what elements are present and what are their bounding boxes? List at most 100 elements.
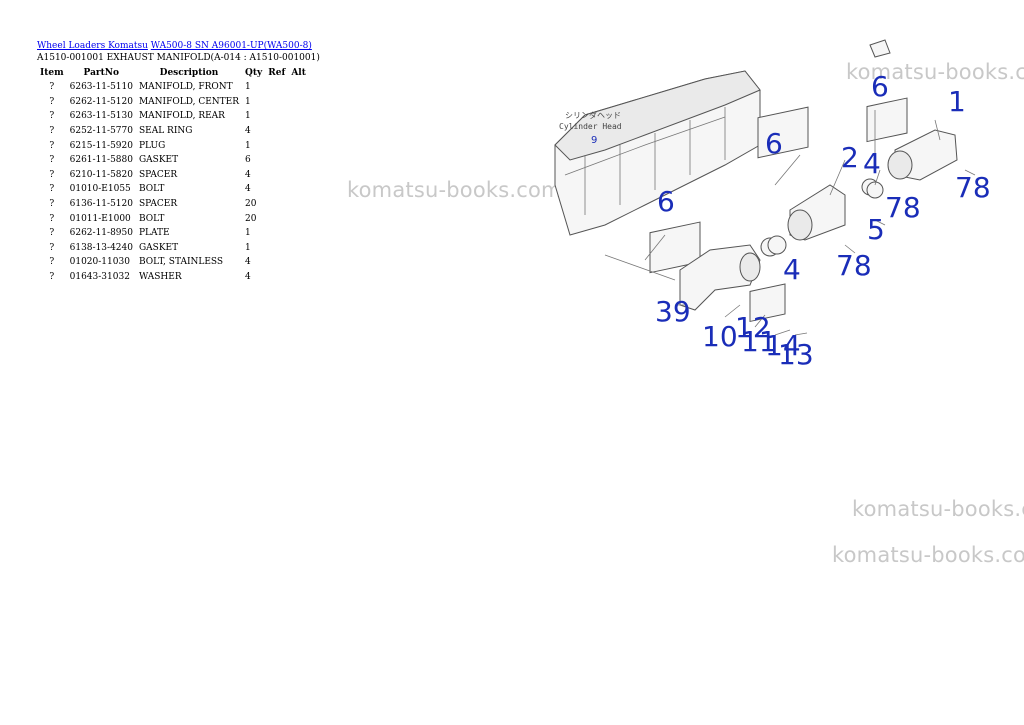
cell-ref (265, 226, 288, 241)
cell-description: WASHER (138, 272, 182, 283)
cell-item: ? (49, 213, 55, 224)
cell-item: ? (49, 155, 55, 166)
cell-alt (288, 255, 309, 270)
cell-partno: 6252-11-5770 (69, 126, 133, 137)
cell-ref (265, 270, 288, 285)
cell-item: ? (49, 242, 55, 253)
cell-qty: 1 (245, 82, 251, 93)
cell-item: ? (49, 126, 55, 137)
cell-ref (265, 138, 288, 153)
table-row: ? 01643-31032 WASHER 4 (37, 270, 309, 285)
callout-39[interactable]: 39 (655, 295, 691, 328)
leader-lines (604, 110, 976, 336)
watermark: komatsu-books.com (846, 60, 1024, 84)
cell-partno: 6261-11-5880 (69, 155, 133, 166)
callout-78[interactable]: 78 (955, 171, 991, 204)
cell-partno: 6215-11-5920 (69, 140, 133, 151)
table-row: ? 6215-11-5920 PLUG 1 (37, 138, 309, 153)
cell-description: PLUG (138, 140, 166, 151)
cell-alt (288, 270, 309, 285)
cell-ref (265, 95, 288, 110)
watermark: komatsu-books.com (832, 543, 1024, 567)
manifold-drawing (679, 39, 958, 311)
header-item: Item (40, 68, 64, 78)
cell-partno: 6138-13-4240 (69, 242, 133, 253)
callout-2[interactable]: 2 (841, 141, 859, 174)
cell-alt (288, 80, 309, 95)
table-row: ? 6138-13-4240 GASKET 1 (37, 241, 309, 256)
cell-ref (265, 241, 288, 256)
callout-11[interactable]: 11 (741, 325, 777, 358)
cell-description: GASKET (138, 242, 179, 253)
cell-alt (288, 182, 309, 197)
callout-6[interactable]: 6 (871, 70, 889, 103)
breadcrumb-link-model[interactable]: WA500-8 SN A96001-UP(WA500-8) (150, 41, 312, 51)
callout-6[interactable]: 6 (657, 185, 675, 218)
cell-qty: 1 (245, 228, 251, 239)
cell-description: SPACER (138, 169, 178, 180)
callout-78[interactable]: 78 (885, 191, 921, 224)
cell-item: ? (49, 228, 55, 239)
cell-alt (288, 197, 309, 212)
cell-qty: 1 (245, 242, 251, 253)
cell-ref (265, 255, 288, 270)
callout-1[interactable]: 1 (948, 85, 966, 118)
cell-qty: 4 (245, 126, 251, 137)
cell-alt (288, 95, 309, 110)
cell-partno: 6136-11-5120 (69, 199, 133, 210)
cell-item: ? (49, 96, 55, 107)
cell-ref (265, 153, 288, 168)
cell-alt (288, 109, 309, 124)
cell-ref (265, 168, 288, 183)
page-title: A1510-001001 EXHAUST MANIFOLD(A-014 : A1… (37, 53, 320, 63)
cell-qty: 4 (245, 272, 251, 283)
breadcrumb-link-wheel-loaders[interactable]: Wheel Loaders Komatsu (37, 41, 148, 51)
header-description: Description (159, 68, 219, 78)
cell-ref (265, 80, 288, 95)
parts-table: Item PartNo Description Qty Ref Alt ? 626… (37, 66, 309, 284)
callout-78[interactable]: 78 (836, 249, 872, 282)
cell-alt (288, 226, 309, 241)
cell-partno: 01643-31032 (69, 272, 130, 283)
callout-10[interactable]: 10 (702, 320, 738, 353)
callout-4[interactable]: 4 (863, 147, 881, 180)
callout-12[interactable]: 12 (735, 311, 771, 344)
cell-item: ? (49, 257, 55, 268)
cell-partno: 6262-11-8950 (69, 228, 133, 239)
cell-description: BOLT, STAINLESS (138, 257, 224, 268)
cell-description: MANIFOLD, REAR (138, 111, 225, 122)
cell-qty: 1 (245, 140, 251, 151)
cell-ref (265, 197, 288, 212)
cell-item: ? (49, 82, 55, 93)
header-qty: Qty (245, 68, 263, 78)
cell-qty: 1 (245, 96, 251, 107)
header-alt: Alt (291, 68, 306, 78)
cell-partno: 6263-11-5110 (69, 82, 133, 93)
callout-14[interactable]: 14 (765, 329, 801, 362)
cell-qty: 20 (245, 199, 257, 210)
callout-6[interactable]: 6 (765, 127, 783, 160)
cell-qty: 20 (245, 213, 257, 224)
watermark: komatsu-books.com (852, 497, 1024, 521)
callout-5[interactable]: 5 (867, 213, 885, 246)
cell-description: PLATE (138, 228, 170, 239)
cell-qty: 4 (245, 169, 251, 180)
exhaust-manifold-diagram: シリンダヘッド Cylinder Head 9 1 6 6 6 2 4 78 7… (554, 39, 991, 371)
cell-partno: 6262-11-5120 (69, 96, 133, 107)
cell-item: ? (49, 272, 55, 283)
cell-partno: 6210-11-5820 (69, 169, 133, 180)
callout-4[interactable]: 4 (783, 253, 801, 286)
callout-13[interactable]: 13 (778, 338, 814, 371)
cell-item: ? (49, 140, 55, 151)
cell-item: ? (49, 184, 55, 195)
cell-description: GASKET (138, 155, 179, 166)
table-header-row: Item PartNo Description Qty Ref Alt (37, 66, 309, 80)
